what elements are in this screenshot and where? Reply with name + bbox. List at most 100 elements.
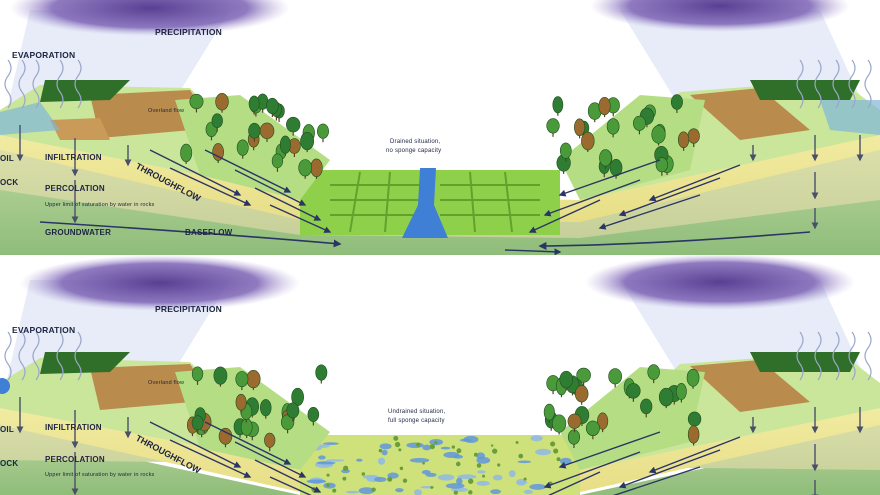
tree bbox=[676, 382, 687, 400]
wetland-pool bbox=[358, 487, 375, 495]
wetland-pool bbox=[381, 449, 388, 456]
evaporation-arrow bbox=[4, 59, 12, 109]
baseflow-arrow bbox=[39, 221, 342, 248]
soil-layer bbox=[0, 110, 880, 222]
throughflow-arrow bbox=[648, 436, 741, 474]
soil-label-2: OIL bbox=[0, 425, 14, 434]
throughflow-arrow bbox=[548, 471, 601, 495]
throughflow-arrow bbox=[528, 199, 601, 233]
throughflow-arrow bbox=[543, 451, 641, 489]
overland-flow-label: Overland flow bbox=[148, 108, 184, 114]
wetland-pool bbox=[476, 480, 490, 486]
tree bbox=[211, 113, 223, 129]
situation-line1: Drained situation, bbox=[390, 139, 440, 145]
evaporation-arrow bbox=[848, 331, 856, 381]
evaporation-arrow bbox=[832, 331, 840, 381]
wetland-pool bbox=[463, 435, 479, 443]
wetland-pool bbox=[306, 479, 327, 484]
tree bbox=[567, 413, 582, 429]
reed-clump bbox=[518, 453, 524, 459]
reed-clump bbox=[342, 476, 347, 481]
evaporation-arrow bbox=[796, 331, 804, 381]
trees-bottom bbox=[187, 364, 702, 452]
right-wooded-slope bbox=[560, 95, 705, 200]
tree bbox=[310, 158, 323, 178]
reed-clump bbox=[343, 465, 349, 471]
tree bbox=[647, 364, 660, 380]
wetland-pools bbox=[306, 435, 572, 495]
tree bbox=[180, 143, 193, 163]
reed-clump bbox=[492, 448, 498, 454]
groundwater-layer-2 bbox=[0, 430, 880, 495]
rock-label-2: OCK bbox=[0, 459, 18, 468]
tree bbox=[246, 369, 261, 389]
evaporation-arrow bbox=[814, 331, 822, 381]
reed-clump bbox=[497, 463, 501, 467]
throughflow-arrow bbox=[169, 439, 252, 478]
reed-clump bbox=[456, 448, 462, 454]
throughflow-arrow bbox=[169, 167, 252, 206]
wetland-pool bbox=[341, 469, 350, 474]
evaporation-arrow bbox=[814, 59, 822, 109]
overland-flow-label-2: Overland flow bbox=[148, 380, 184, 386]
wetland-pool bbox=[508, 470, 516, 478]
tree bbox=[687, 411, 702, 427]
evaporation-arrow bbox=[832, 59, 840, 109]
reed-clump bbox=[399, 466, 404, 471]
tree bbox=[286, 116, 301, 133]
throughflow-arrow bbox=[234, 441, 307, 478]
tree bbox=[191, 366, 204, 382]
infiltration-label-2: INFILTRATION bbox=[45, 423, 102, 432]
tree bbox=[271, 153, 284, 169]
reed-clump bbox=[550, 441, 556, 447]
wetland-pool bbox=[456, 477, 463, 485]
cloud-right-2 bbox=[585, 254, 855, 310]
wetland-pool bbox=[517, 460, 532, 464]
panel-divider bbox=[0, 255, 880, 265]
saturation-limit-label: Upper limit of saturation by water in ro… bbox=[45, 202, 155, 208]
reed-clump bbox=[468, 490, 473, 495]
tree bbox=[632, 115, 646, 131]
reed-clump bbox=[371, 487, 376, 492]
tree bbox=[574, 118, 586, 137]
river-channel bbox=[402, 168, 448, 238]
tree bbox=[235, 393, 247, 411]
tree bbox=[585, 420, 600, 436]
tree bbox=[606, 118, 620, 135]
reed-clump bbox=[455, 461, 461, 467]
tree bbox=[236, 139, 249, 156]
tree bbox=[608, 368, 623, 385]
tree bbox=[266, 97, 279, 115]
saturation-limit-label-2: Upper limit of saturation by water in ro… bbox=[45, 472, 155, 478]
throughflow-arrow bbox=[254, 459, 322, 493]
tree bbox=[300, 132, 315, 151]
tree bbox=[552, 414, 567, 433]
tree bbox=[315, 364, 328, 381]
wetland-pool bbox=[356, 458, 363, 462]
tree bbox=[687, 128, 700, 144]
reed-clump bbox=[332, 488, 337, 493]
tree bbox=[546, 118, 560, 134]
reed-clump bbox=[473, 452, 478, 457]
tree bbox=[640, 398, 653, 415]
tree bbox=[191, 415, 204, 431]
reed-clump bbox=[429, 443, 435, 450]
trees-top bbox=[180, 93, 700, 179]
tree bbox=[599, 149, 612, 167]
right-hedge bbox=[750, 80, 860, 100]
wetland-pool bbox=[490, 489, 502, 495]
wetland-pool bbox=[326, 459, 345, 462]
tree bbox=[248, 122, 261, 139]
flow-arrows-top bbox=[4, 59, 872, 256]
cloud-right bbox=[590, 0, 850, 32]
soil-layer-2 bbox=[0, 383, 880, 492]
evaporation-arrow bbox=[848, 59, 856, 109]
evaporation-arrow bbox=[18, 59, 26, 109]
tree bbox=[597, 412, 609, 430]
wetland-pool bbox=[477, 470, 486, 474]
precipitation-label: PRECIPITATION bbox=[155, 27, 222, 37]
tree bbox=[264, 432, 276, 448]
wetland-pool bbox=[457, 474, 477, 480]
right-ploughed-field bbox=[690, 88, 810, 140]
